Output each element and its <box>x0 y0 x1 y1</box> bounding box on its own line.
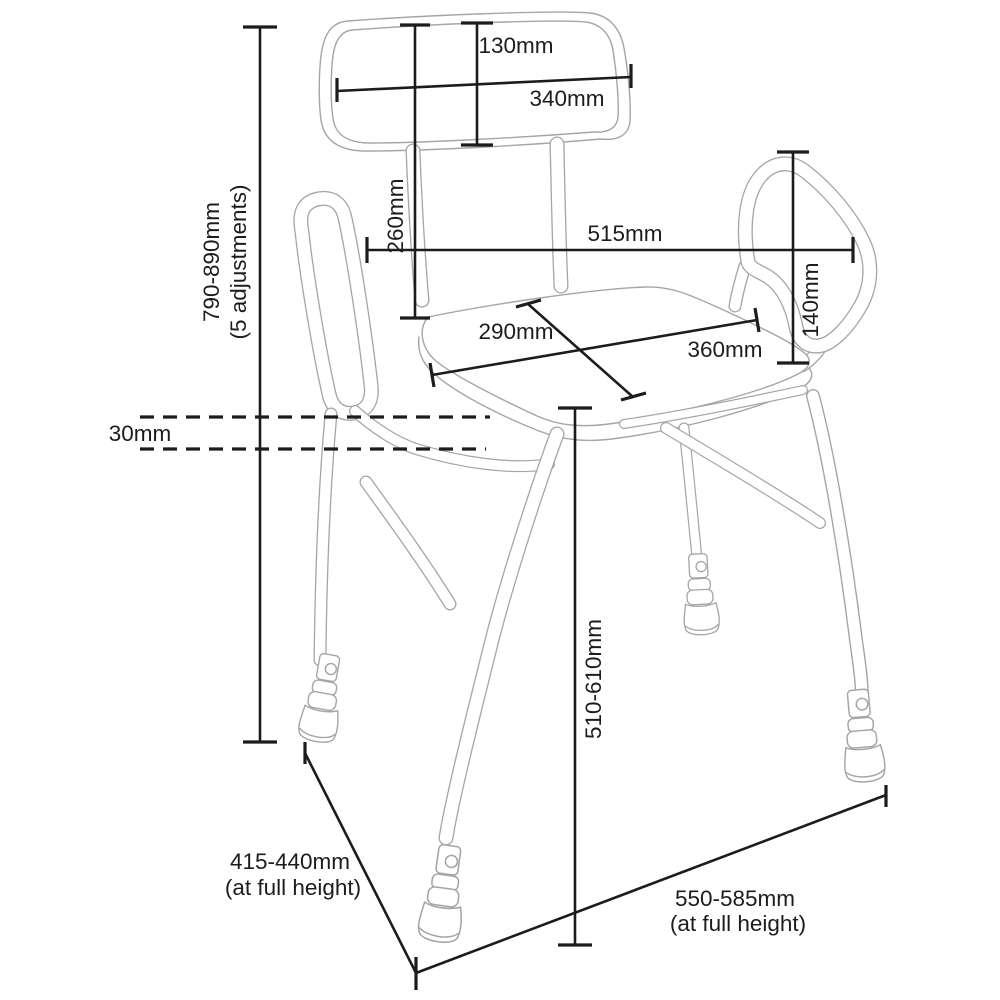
label-seat-height: 510-610mm <box>581 619 606 739</box>
label-seat-width: 360mm <box>687 337 762 362</box>
label-armrest-overall-width: 515mm <box>587 221 662 246</box>
seat <box>417 286 813 442</box>
foot-rear-right <box>680 552 721 637</box>
dim-backrest-width <box>335 64 633 102</box>
label-base-depth-note: (at full height) <box>225 875 361 900</box>
label-overall-height-note: (5 adjustments) <box>226 184 251 339</box>
dimension-lines <box>140 21 888 990</box>
dim-seat-thickness <box>140 415 490 451</box>
label-backrest-height: 130mm <box>478 33 553 58</box>
label-seat-depth: 290mm <box>478 319 553 344</box>
dim-seat-width <box>428 307 761 388</box>
dim-base-width <box>414 785 888 990</box>
dim-backrest-to-seat <box>400 23 430 320</box>
dim-armrest-overall-width <box>365 237 855 263</box>
foot-front-right <box>837 687 887 785</box>
dimension-labels: 130mm 340mm 790-890mm (5 adjustments) 26… <box>109 33 823 936</box>
frame-brace-left <box>366 482 450 604</box>
dim-armrest-height <box>777 150 809 365</box>
label-base-depth: 415-440mm <box>230 849 350 874</box>
chair-line-art <box>296 11 887 946</box>
label-armrest-height: 140mm <box>798 262 823 337</box>
label-base-width-note: (at full height) <box>670 911 806 936</box>
label-backrest-to-seat: 260mm <box>383 178 408 253</box>
label-seat-thickness: 30mm <box>109 421 172 446</box>
foot-rear-left <box>296 650 351 746</box>
backrest <box>318 11 631 152</box>
label-backrest-width: 340mm <box>529 86 604 111</box>
leg-front-right <box>813 396 862 698</box>
foot-front <box>415 842 473 946</box>
leg-front <box>446 434 557 838</box>
dim-overall-height <box>243 25 277 744</box>
dim-seat-height <box>558 406 592 947</box>
label-base-width: 550-585mm <box>675 886 795 911</box>
label-overall-height: 790-890mm <box>199 202 224 322</box>
dim-base-depth <box>303 742 418 974</box>
backrest-post-right <box>557 144 561 286</box>
leg-rear-left <box>320 414 331 660</box>
